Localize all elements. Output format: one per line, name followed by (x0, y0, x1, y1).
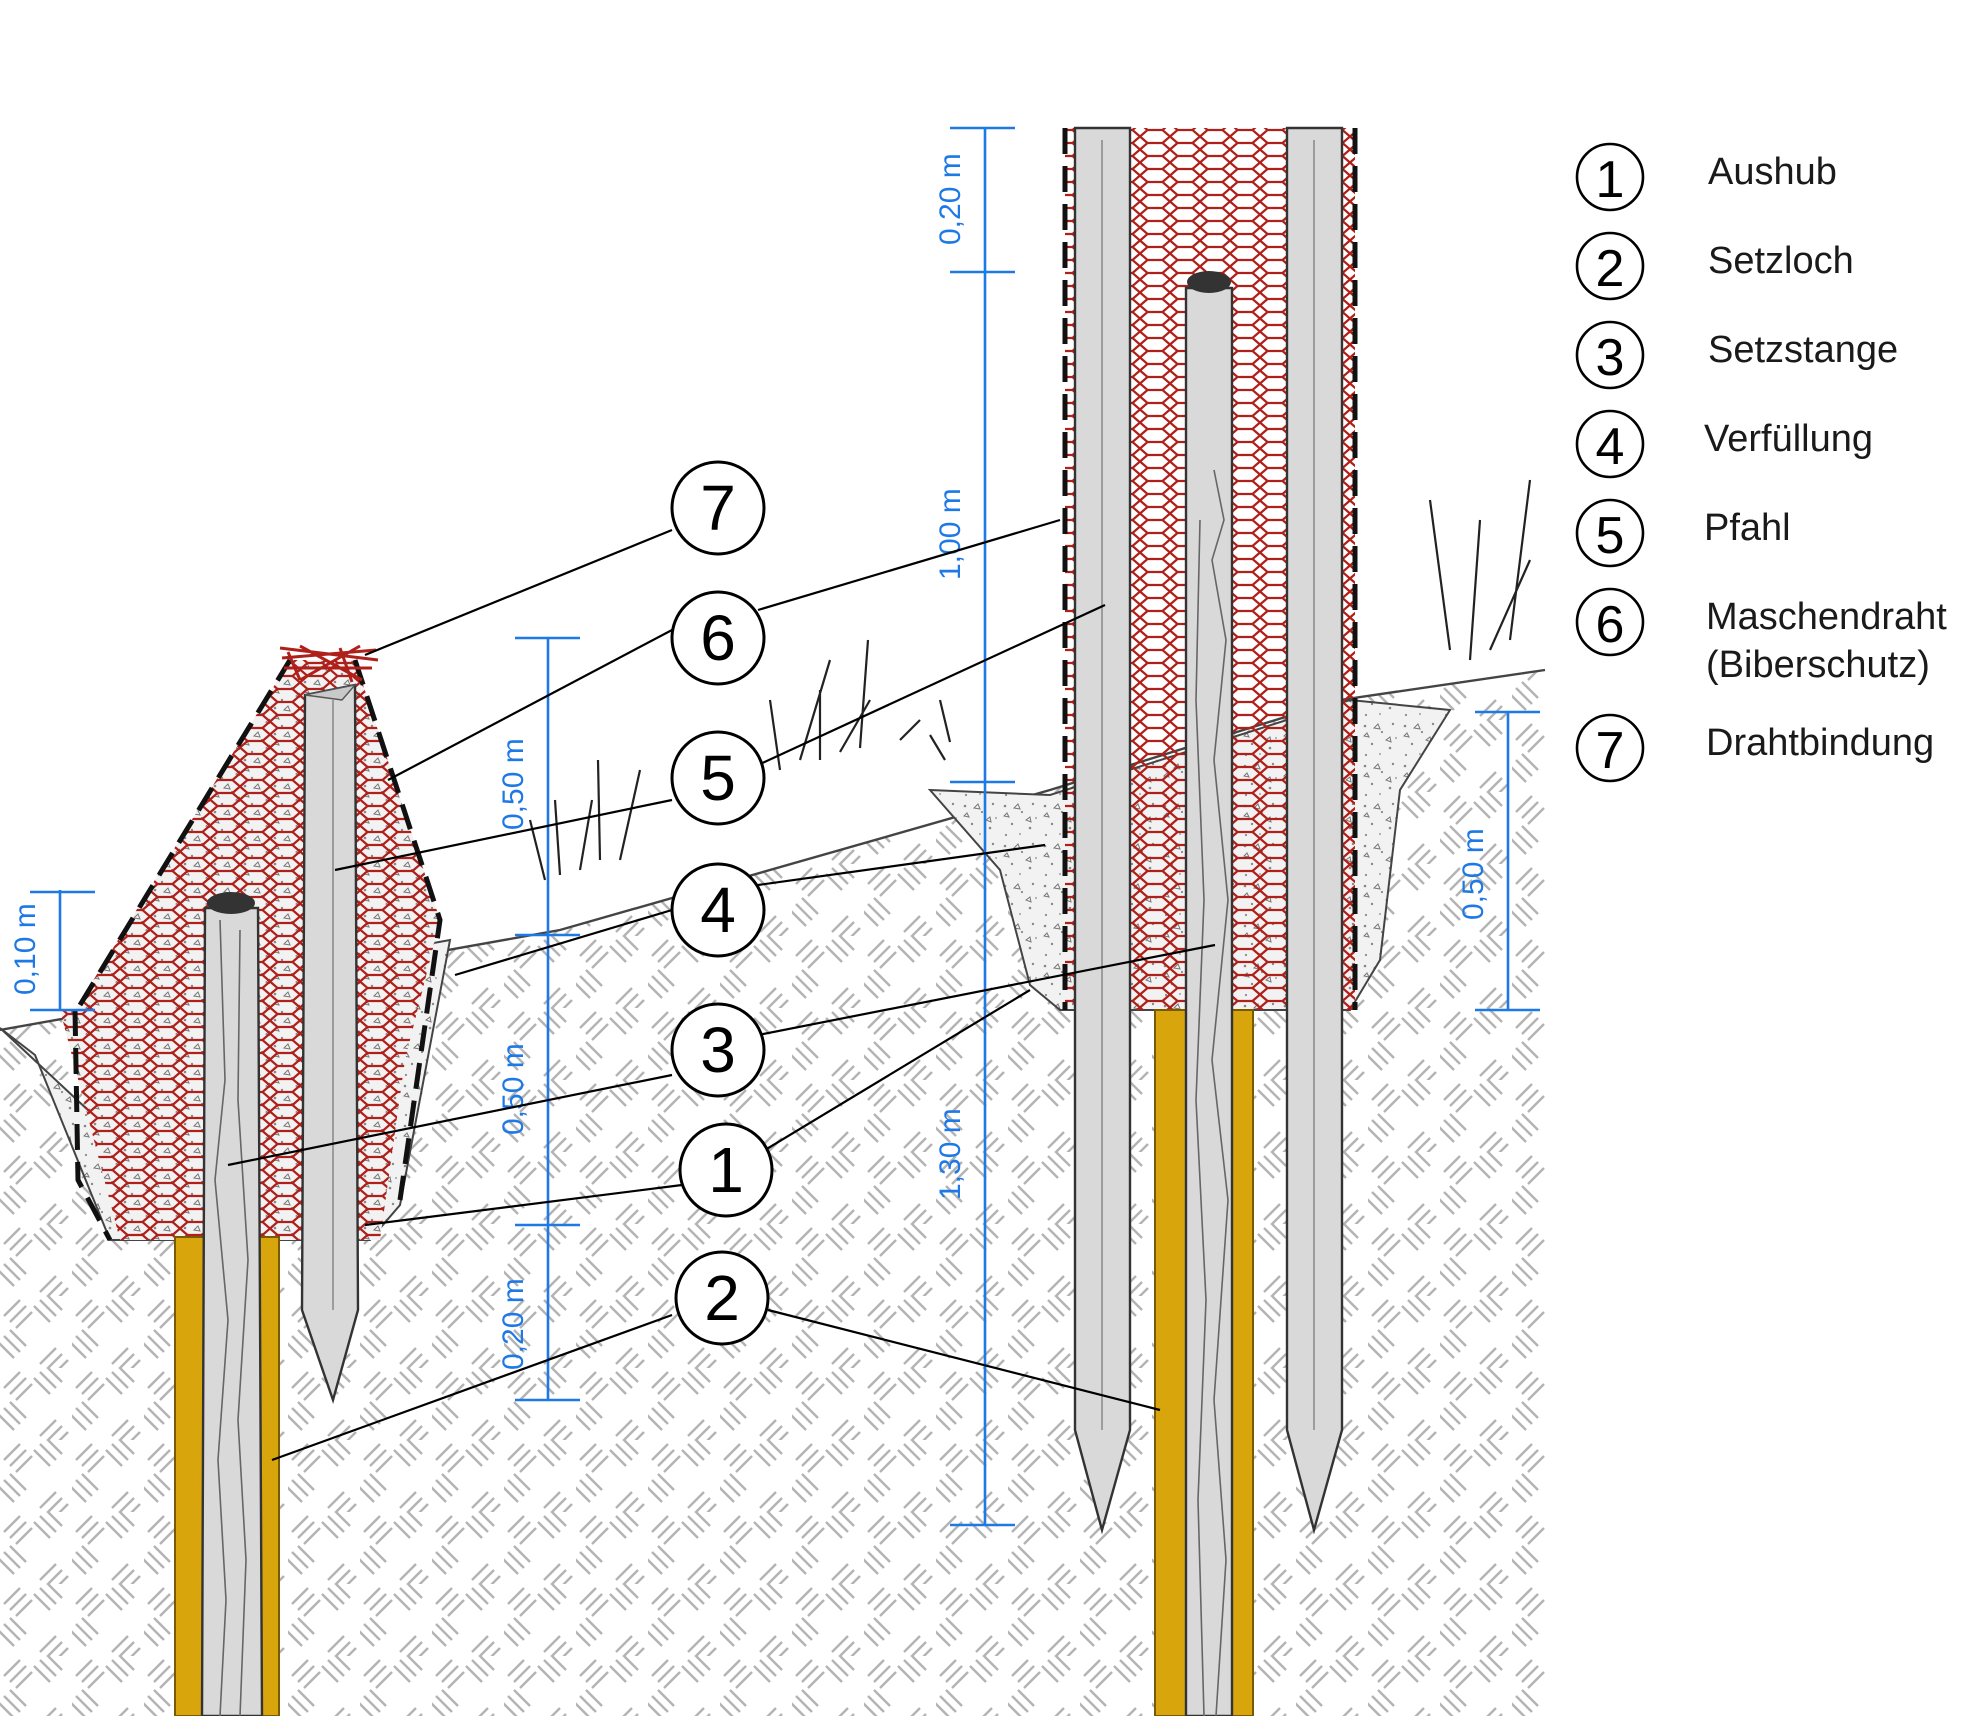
dim-right-100: 1,00 m (934, 488, 967, 580)
right-setzstange-wood (1195, 469, 1229, 1716)
callout-5: 5 (670, 730, 766, 826)
legend-label-5: Pfahl (1704, 507, 1791, 549)
legend: 1 Aushub 2 Setzloch 3 Setzstange 4 Verfü… (1575, 142, 1947, 783)
dimension-lines (30, 126, 1540, 1527)
legend-label-1: Aushub (1708, 151, 1837, 193)
dim-mid-050-top: 0,50 m (497, 738, 530, 830)
legend-label-3: Setzstange (1708, 329, 1898, 371)
left-mesh-edge-left (77, 658, 293, 1007)
legend-item-6: 6 Maschendraht (Biberschutz) (1575, 587, 1947, 686)
callout-3: 3 (670, 1002, 766, 1098)
dim-left-010: 0,10 m (9, 903, 42, 995)
svg-text:6: 6 (1596, 596, 1625, 654)
callout-1: 1 (678, 1122, 774, 1218)
left-mesh-edge-right (352, 659, 443, 1201)
left-mesh-edge-bottom (72, 1009, 113, 1242)
svg-text:7: 7 (700, 472, 736, 544)
svg-text:6: 6 (700, 602, 736, 674)
left-pfahl (300, 683, 360, 1405)
dim-right-020: 0,20 m (934, 153, 967, 245)
legend-label-6: Maschendraht (1706, 596, 1947, 638)
left-setzstange-wood (214, 919, 249, 1716)
left-pfahl-facet (304, 683, 357, 701)
dim-mid-020: 0,20 m (497, 1278, 530, 1370)
svg-text:3: 3 (1596, 329, 1625, 387)
left-setzstange (200, 906, 264, 1716)
legend-item-7: 7 Drahtbindung (1575, 713, 1934, 783)
svg-text:4: 4 (700, 874, 736, 946)
legend-item-4: 4 Verfüllung (1575, 409, 1873, 479)
legend-item-1: 1 Aushub (1575, 142, 1837, 212)
legend-label-7: Drahtbindung (1706, 722, 1934, 764)
svg-text:4: 4 (1596, 418, 1625, 476)
svg-text:2: 2 (704, 1262, 740, 1334)
svg-text:7: 7 (1596, 722, 1625, 780)
callout-2: 2 (674, 1250, 770, 1346)
svg-text:1: 1 (1596, 151, 1625, 209)
legend-item-3: 3 Setzstange (1575, 320, 1898, 390)
callout-4: 4 (670, 862, 766, 958)
callout-6: 6 (670, 590, 766, 686)
svg-text:2: 2 (1596, 240, 1625, 298)
legend-item-5: 5 Pfahl (1575, 498, 1791, 568)
leader-lines (227, 518, 1216, 1462)
dim-far-right-050: 0,50 m (1457, 828, 1490, 920)
right-setzstange (1184, 286, 1234, 1716)
legend-label-2: Setzloch (1708, 240, 1854, 282)
legend-item-2: 2 Setzloch (1575, 231, 1854, 301)
dim-right-130: 1,30 m (934, 1108, 967, 1200)
left-setzstange-top (207, 892, 255, 914)
grass-tufts (528, 479, 1532, 881)
dim-mid-050-bottom: 0,50 m (497, 1043, 530, 1135)
callout-7: 7 (670, 460, 766, 556)
svg-text:5: 5 (700, 742, 736, 814)
drahtbindung-knot (279, 644, 379, 683)
legend-label-4: Verfüllung (1704, 418, 1873, 460)
svg-text:3: 3 (700, 1014, 736, 1086)
right-setzstange-top (1187, 271, 1231, 293)
svg-text:5: 5 (1596, 507, 1625, 565)
svg-text:1: 1 (708, 1134, 744, 1206)
legend-label-6-sub: (Biberschutz) (1706, 644, 1930, 686)
